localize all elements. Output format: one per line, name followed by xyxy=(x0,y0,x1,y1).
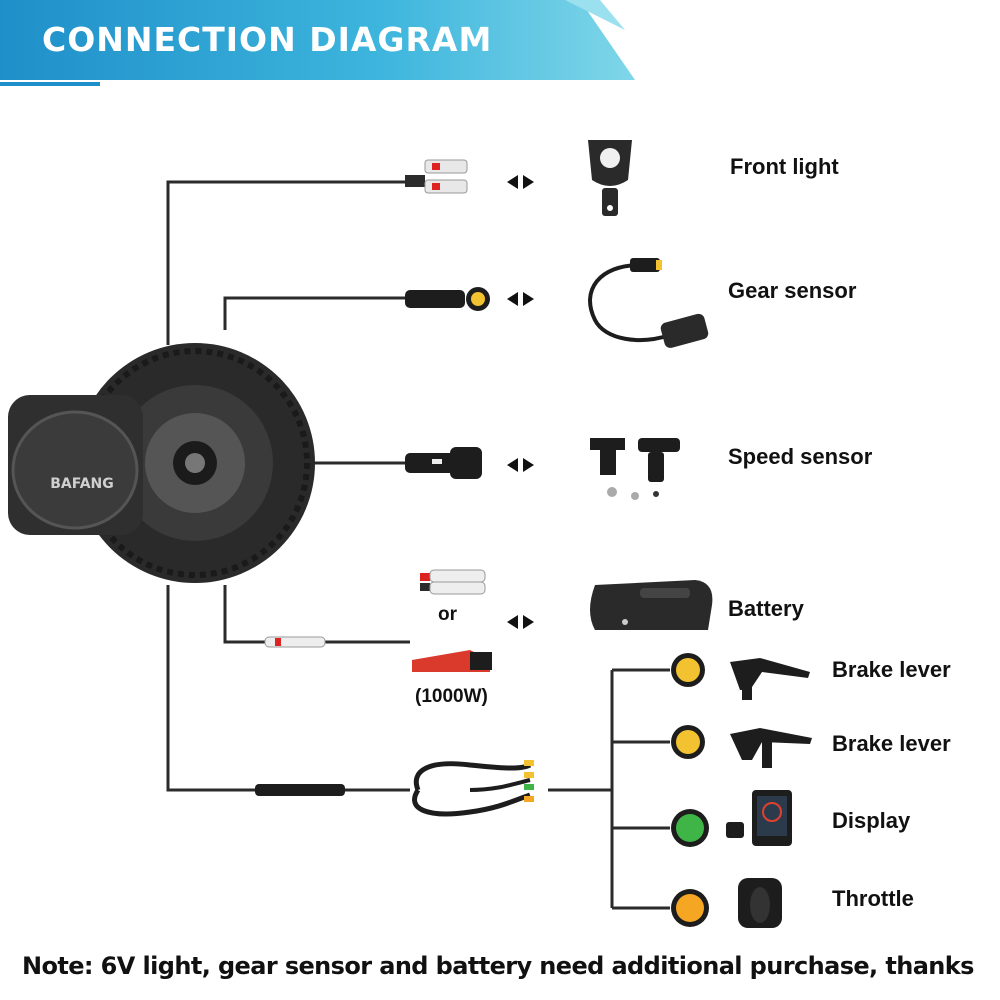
header-background xyxy=(0,0,635,86)
label-battery: Battery xyxy=(728,596,804,621)
brake-lever-icon xyxy=(730,658,810,700)
gear-sensor-connector xyxy=(405,287,490,311)
double-arrow-icon xyxy=(507,292,534,306)
page-title: CONNECTION DIAGRAM xyxy=(42,20,493,59)
label-throttle: Throttle xyxy=(832,886,914,911)
label-brake-lever-2: Brake lever xyxy=(832,731,951,756)
gear-sensor-icon xyxy=(588,258,709,348)
display-icon xyxy=(726,790,792,846)
label-gear-sensor: Gear sensor xyxy=(728,278,857,303)
battery-connector xyxy=(264,569,492,672)
battery-or-text: or xyxy=(438,604,457,625)
label-brake-lever-1: Brake lever xyxy=(832,657,951,682)
double-arrow-icon xyxy=(507,458,534,472)
double-arrow-icon xyxy=(507,615,534,629)
label-front-light: Front light xyxy=(730,154,839,179)
motor-wires xyxy=(166,180,670,910)
label-display: Display xyxy=(832,808,911,833)
throttle-icon xyxy=(738,878,782,928)
brake-connector-1 xyxy=(671,653,705,687)
battery-icon xyxy=(590,580,713,630)
wiring-harness xyxy=(255,760,534,817)
throttle-connector xyxy=(671,889,709,927)
double-arrow-icon xyxy=(507,175,534,189)
label-speed-sensor: Speed sensor xyxy=(728,444,873,469)
bafang-motor: BAFANG xyxy=(8,343,315,583)
speed-sensor-connector xyxy=(405,447,482,479)
motor-brand: BAFANG xyxy=(50,476,114,492)
arrows xyxy=(507,175,534,629)
front-light-connector xyxy=(405,159,468,194)
header-banner: CONNECTION DIAGRAM xyxy=(0,0,1000,100)
footer-note: Note: 6V light, gear sensor and battery … xyxy=(22,952,974,980)
speed-sensor-icon xyxy=(590,438,680,500)
brake-connector-2 xyxy=(671,725,705,759)
front-light-icon xyxy=(588,140,632,216)
brake-lever-icon xyxy=(730,728,812,768)
battery-power-note: (1000W) xyxy=(415,686,488,707)
display-connector xyxy=(671,809,709,847)
